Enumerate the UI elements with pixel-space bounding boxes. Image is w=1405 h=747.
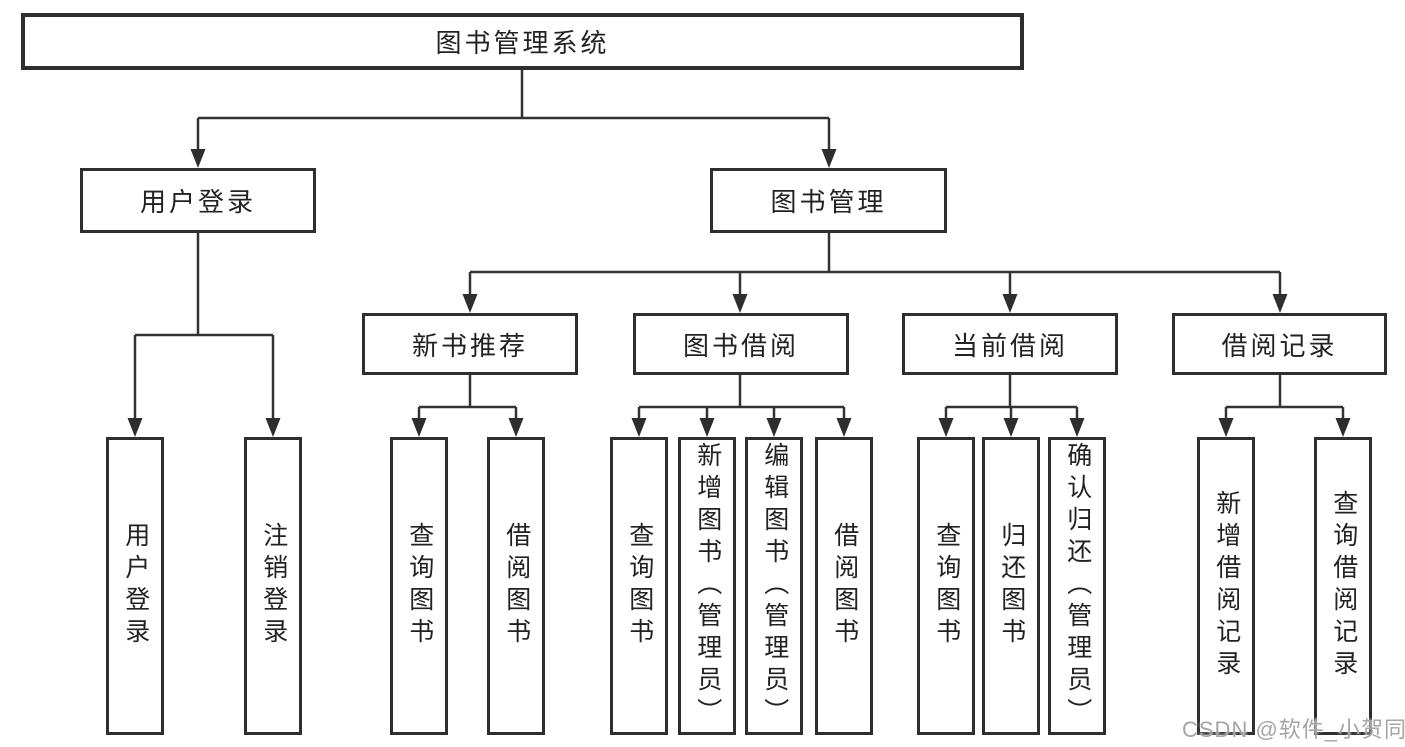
csdn-watermark: CSDN @软件_小贺同学 — [1182, 717, 1405, 742]
leaf-current-confirm-return-admin: 确认归还（管理员） — [1048, 437, 1106, 735]
node-label: 查询图书 — [405, 522, 434, 650]
leaf-borrowing-query-books: 查询图书 — [610, 437, 668, 735]
leaf-borrowing-borrow-books: 借阅图书 — [815, 437, 873, 735]
node-label: 查询图书 — [932, 522, 961, 650]
node-label: 借阅记录 — [1221, 330, 1338, 361]
leaf-logout: 注销登录 — [244, 437, 302, 735]
leaf-records-query-record: 查询借阅记录 — [1314, 437, 1372, 735]
leaf-borrowing-edit-books-admin: 编辑图书（管理员） — [745, 437, 803, 735]
node-label: 归还图书 — [997, 522, 1026, 650]
node-borrowing-records: 借阅记录 — [1172, 313, 1387, 375]
node-label: 新增图书（管理员） — [693, 442, 722, 730]
leaf-current-query-books: 查询图书 — [917, 437, 975, 735]
node-label: 编辑图书（管理员） — [760, 442, 789, 730]
node-book-borrowing: 图书借阅 — [633, 313, 849, 375]
leaf-user-login: 用户登录 — [106, 437, 164, 735]
leaf-current-return-books: 归还图书 — [982, 437, 1040, 735]
node-label: 图书借阅 — [682, 330, 799, 361]
leaf-recommend-query-books: 查询图书 — [390, 437, 448, 735]
node-label: 确认归还（管理员） — [1063, 442, 1092, 730]
node-label: 注销登录 — [259, 522, 288, 650]
leaf-recommend-borrow-books: 借阅图书 — [487, 437, 545, 735]
node-library-system: 图书管理系统 — [21, 13, 1024, 70]
node-label: 图书管理 — [770, 187, 887, 217]
node-new-book-recommend: 新书推荐 — [362, 313, 578, 375]
node-label: 借阅图书 — [830, 522, 859, 650]
node-label: 新书推荐 — [411, 330, 528, 361]
node-label: 查询借阅记录 — [1329, 490, 1358, 682]
node-label: 新增借阅记录 — [1212, 490, 1241, 682]
leaf-borrowing-add-books-admin: 新增图书（管理员） — [678, 437, 736, 735]
node-current-borrowing: 当前借阅 — [902, 313, 1118, 375]
leaf-records-add-record: 新增借阅记录 — [1197, 437, 1255, 735]
node-user-login: 用户登录 — [80, 168, 316, 233]
node-label: 当前借阅 — [951, 330, 1068, 361]
node-label: 图书管理系统 — [435, 28, 610, 58]
node-label: 查询图书 — [625, 522, 654, 650]
node-label: 用户登录 — [121, 522, 150, 650]
node-label: 借阅图书 — [502, 522, 531, 650]
node-book-management: 图书管理 — [710, 168, 947, 233]
node-label: 用户登录 — [139, 187, 256, 217]
